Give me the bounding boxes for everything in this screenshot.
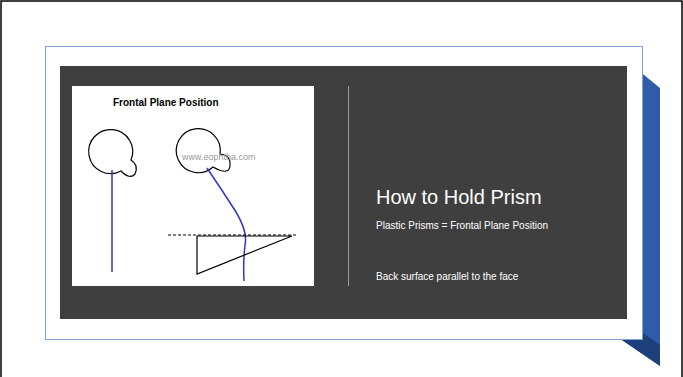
watermark: www.eophtha.com (182, 152, 256, 163)
visual-axis (111, 170, 113, 272)
head-outline (176, 129, 230, 173)
figure-title: Frontal Plane Position (113, 97, 219, 109)
deviated-axis (207, 168, 246, 281)
note-text: Back surface parallel to the face (376, 271, 518, 283)
frontal-plane-line (168, 235, 298, 236)
head-outline (89, 130, 137, 177)
subtitle-text: Plastic Prisms = Frontal Plane Position (376, 220, 548, 232)
picture-area (72, 86, 314, 286)
slide-frame (46, 47, 643, 340)
slide-title: How to Hold Prism (376, 185, 542, 209)
prism-triangle (197, 236, 292, 274)
divider-line (348, 86, 349, 286)
dark-panel (60, 66, 627, 319)
